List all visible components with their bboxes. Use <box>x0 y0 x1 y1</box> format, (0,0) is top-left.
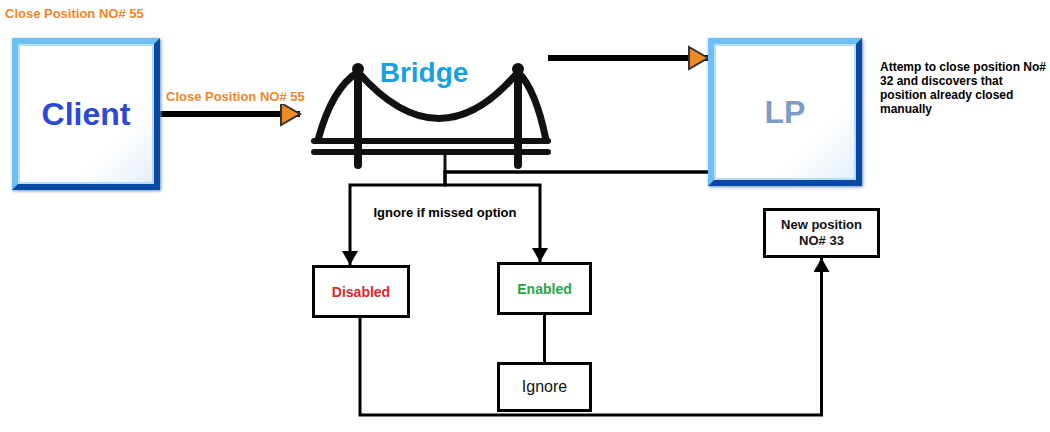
node-text: Enabled <box>517 281 571 297</box>
lp-box: LP <box>708 38 862 186</box>
node-text: Disabled <box>332 284 390 300</box>
node-text: New position NO# 33 <box>772 217 871 249</box>
message-label: Close Position NO# 55 <box>5 6 144 21</box>
action-box: Ignore <box>497 362 592 412</box>
tower-knob <box>352 63 364 75</box>
bridge-node: Bridge <box>300 55 548 167</box>
node-text: LP <box>765 94 806 131</box>
bridge-deck <box>314 149 548 155</box>
node-text: Client <box>42 96 131 133</box>
tower-knob <box>512 63 524 75</box>
flow-arrow <box>360 258 822 415</box>
edge-label: Close Position NO# 55 <box>164 89 307 104</box>
option-box: Disabled <box>312 265 410 318</box>
flow-arrow <box>350 172 708 265</box>
position-box: New position NO# 33 <box>763 208 880 258</box>
flow-arrow <box>548 55 708 61</box>
option-box: Enabled <box>497 262 592 315</box>
node-text: Ignore <box>522 378 567 396</box>
bridge-deck <box>314 138 548 144</box>
node-text: Bridge <box>380 57 469 89</box>
bridge-stem <box>444 152 447 172</box>
flow-arrow <box>160 111 300 117</box>
client-box: Client <box>12 38 160 190</box>
option-caption: Ignore if missed option <box>354 205 536 220</box>
note-text: Attemp to close position No# 32 and disc… <box>880 60 1048 116</box>
flow-arrow <box>543 315 546 362</box>
